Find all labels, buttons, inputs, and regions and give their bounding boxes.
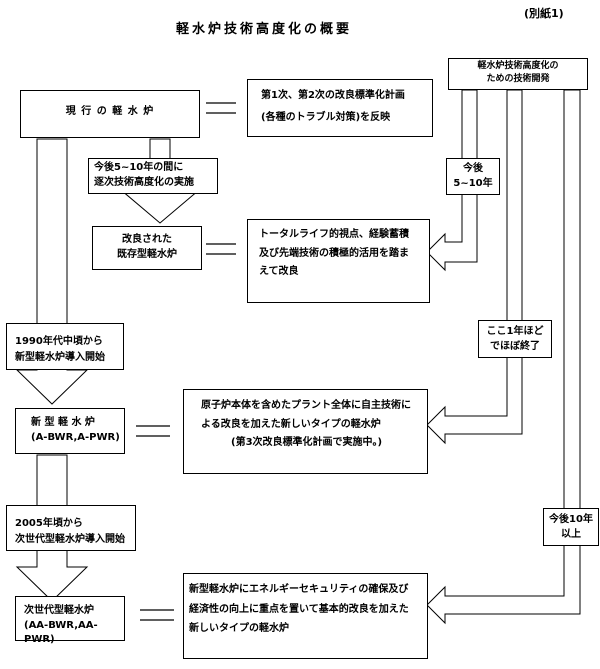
tech-development-line-1: 軽水炉技術高度化の — [477, 61, 559, 71]
transition-3-line-1: 2005年頃から — [15, 518, 83, 529]
current-lwr-desc-line-1: 第1次、第2次の改良標準化計画 — [261, 90, 405, 101]
timeline-3-line-1: 今後10年 — [549, 514, 593, 525]
timeline-1-line-2: 5~10年 — [453, 177, 493, 189]
improved-lwr-box: 改良された 既存型軽水炉 — [92, 226, 202, 270]
transition-box-3: 2005年頃から 次世代型軽水炉導入開始 — [6, 505, 136, 551]
transition-2-line-2: 新型軽水炉導入開始 — [15, 351, 105, 363]
arrow-dev-to-new — [426, 89, 523, 445]
current-lwr-desc-line-2: (各種のトラブル対策)を反映 — [261, 111, 391, 123]
improved-lwr-desc-line-3: えて改良 — [259, 266, 299, 277]
timeline-label-2: ここ1年ほど でほぼ終了 — [478, 320, 552, 358]
improved-lwr-description-box: トータルライフ的視点、経験蓄積 及び先端技術の積極的活用を踏ま えて改良 — [247, 219, 430, 303]
improved-lwr-line-2: 既存型軽水炉 — [117, 248, 177, 260]
next-gen-lwr-description-box: 新型軽水炉にエネルギーセキュリティの確保及び 経済性の向上に重点を置いて基本的改… — [183, 573, 428, 659]
improved-lwr-desc-line-1: トータルライフ的視点、経験蓄積 — [259, 229, 409, 240]
next-gen-lwr-line-2: (AA-BWR,AA-PWR) — [24, 619, 98, 646]
tech-development-line-2: ための技術開発 — [486, 74, 550, 85]
transition-1-line-1: 今後5~10年の間に — [94, 162, 184, 173]
current-lwr-box: 現 行 の 軽 水 炉 — [20, 90, 200, 138]
arrow-existing-to-new — [15, 138, 89, 405]
timeline-2-line-2: でほぼ終了 — [490, 340, 540, 352]
new-lwr-description-box: 原子炉本体を含めたプラント全体に自主技術に よる改良を加えた新しいタイプの軽水炉… — [183, 389, 428, 474]
new-lwr-desc-line-3: (第3次改良標準化計画で実施中。) — [231, 437, 383, 448]
transition-box-1: 今後5~10年の間に 逐次技術高度化の実施 — [88, 158, 218, 194]
timeline-1-line-1: 今後 — [463, 163, 483, 174]
current-lwr-label: 現 行 の 軽 水 炉 — [65, 106, 155, 117]
timeline-label-3: 今後10年 以上 — [543, 508, 599, 546]
timeline-label-1: 今後 5~10年 — [446, 158, 500, 195]
timeline-3-line-2: 以上 — [561, 528, 581, 540]
new-lwr-desc-line-2: よる改良を加えた新しいタイプの軽水炉 — [201, 418, 381, 430]
transition-3-line-2: 次世代型軽水炉導入開始 — [15, 533, 125, 545]
next-gen-lwr-line-1: 次世代型軽水炉 — [24, 605, 94, 616]
arrow-dev-to-next — [426, 89, 581, 625]
improved-lwr-desc-line-2: 及び先端技術の積極的活用を踏ま — [259, 247, 409, 259]
current-lwr-description-box: 第1次、第2次の改良標準化計画 (各種のトラブル対策)を反映 — [247, 79, 433, 137]
annex-label: (別紙1) — [524, 7, 564, 20]
next-gen-lwr-desc-line-1: 新型軽水炉にエネルギーセキュリティの確保及び — [189, 584, 409, 595]
improved-lwr-line-1: 改良された — [122, 234, 172, 245]
next-gen-lwr-desc-line-2: 経済性の向上に重点を置いて基本的改良を加えた — [189, 603, 409, 615]
next-gen-lwr-box: 次世代型軽水炉 (AA-BWR,AA-PWR) — [15, 596, 125, 645]
transition-box-2: 1990年代中頃から 新型軽水炉導入開始 — [6, 323, 124, 370]
new-lwr-box: 新 型 軽 水 炉 (A-BWR,A-PWR) — [15, 408, 125, 454]
new-lwr-line-1: 新 型 軽 水 炉 — [31, 417, 95, 428]
tech-development-box: 軽水炉技術高度化の ための技術開発 — [448, 58, 588, 90]
new-lwr-desc-line-1: 原子炉本体を含めたプラント全体に自主技術に — [201, 400, 411, 411]
page-title: 軽水炉技術高度化の概要 — [176, 22, 353, 37]
next-gen-lwr-desc-line-3: 新しいタイプの軽水炉 — [189, 623, 289, 634]
transition-2-line-1: 1990年代中頃から — [15, 336, 103, 347]
transition-1-line-2: 逐次技術高度化の実施 — [94, 176, 194, 188]
new-lwr-line-2: (A-BWR,A-PWR) — [31, 431, 120, 443]
timeline-2-line-1: ここ1年ほど — [486, 326, 544, 337]
